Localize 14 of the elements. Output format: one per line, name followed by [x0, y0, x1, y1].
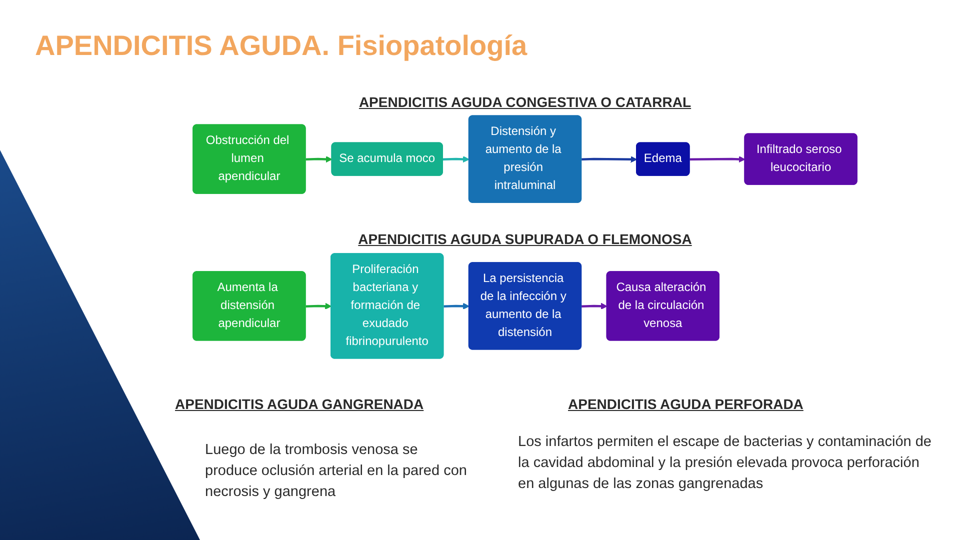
description-text: Los infartos permiten el escape de bacterias y contaminación de la cavidad abdominal y la presión elevada provoca perforación en algunas de las zonas gangrenadas	[518, 433, 932, 494]
arrow	[306, 302, 332, 310]
arrow	[444, 302, 470, 310]
section-heading: APENDICITIS AGUDA GANGRENADA	[175, 396, 424, 412]
arrow	[306, 156, 332, 163]
description-text: Luego de la trombosis venosa se produce oclusión arterial en la pared con necrosis y gangrena	[205, 441, 467, 502]
slide-title: APENDICITIS AGUDA. Fisiopatología	[35, 30, 528, 62]
arrow	[582, 156, 638, 163]
section-heading: APENDICITIS AGUDA SUPURADA O FLEMONOSA	[358, 231, 692, 248]
arrow	[582, 302, 608, 310]
section-heading: APENDICITIS AGUDA PERFORADA	[568, 396, 804, 412]
arrow	[442, 156, 470, 163]
section-heading: APENDICITIS AGUDA CONGESTIVA O CATARRAL	[358, 94, 692, 110]
arrow	[690, 156, 746, 163]
